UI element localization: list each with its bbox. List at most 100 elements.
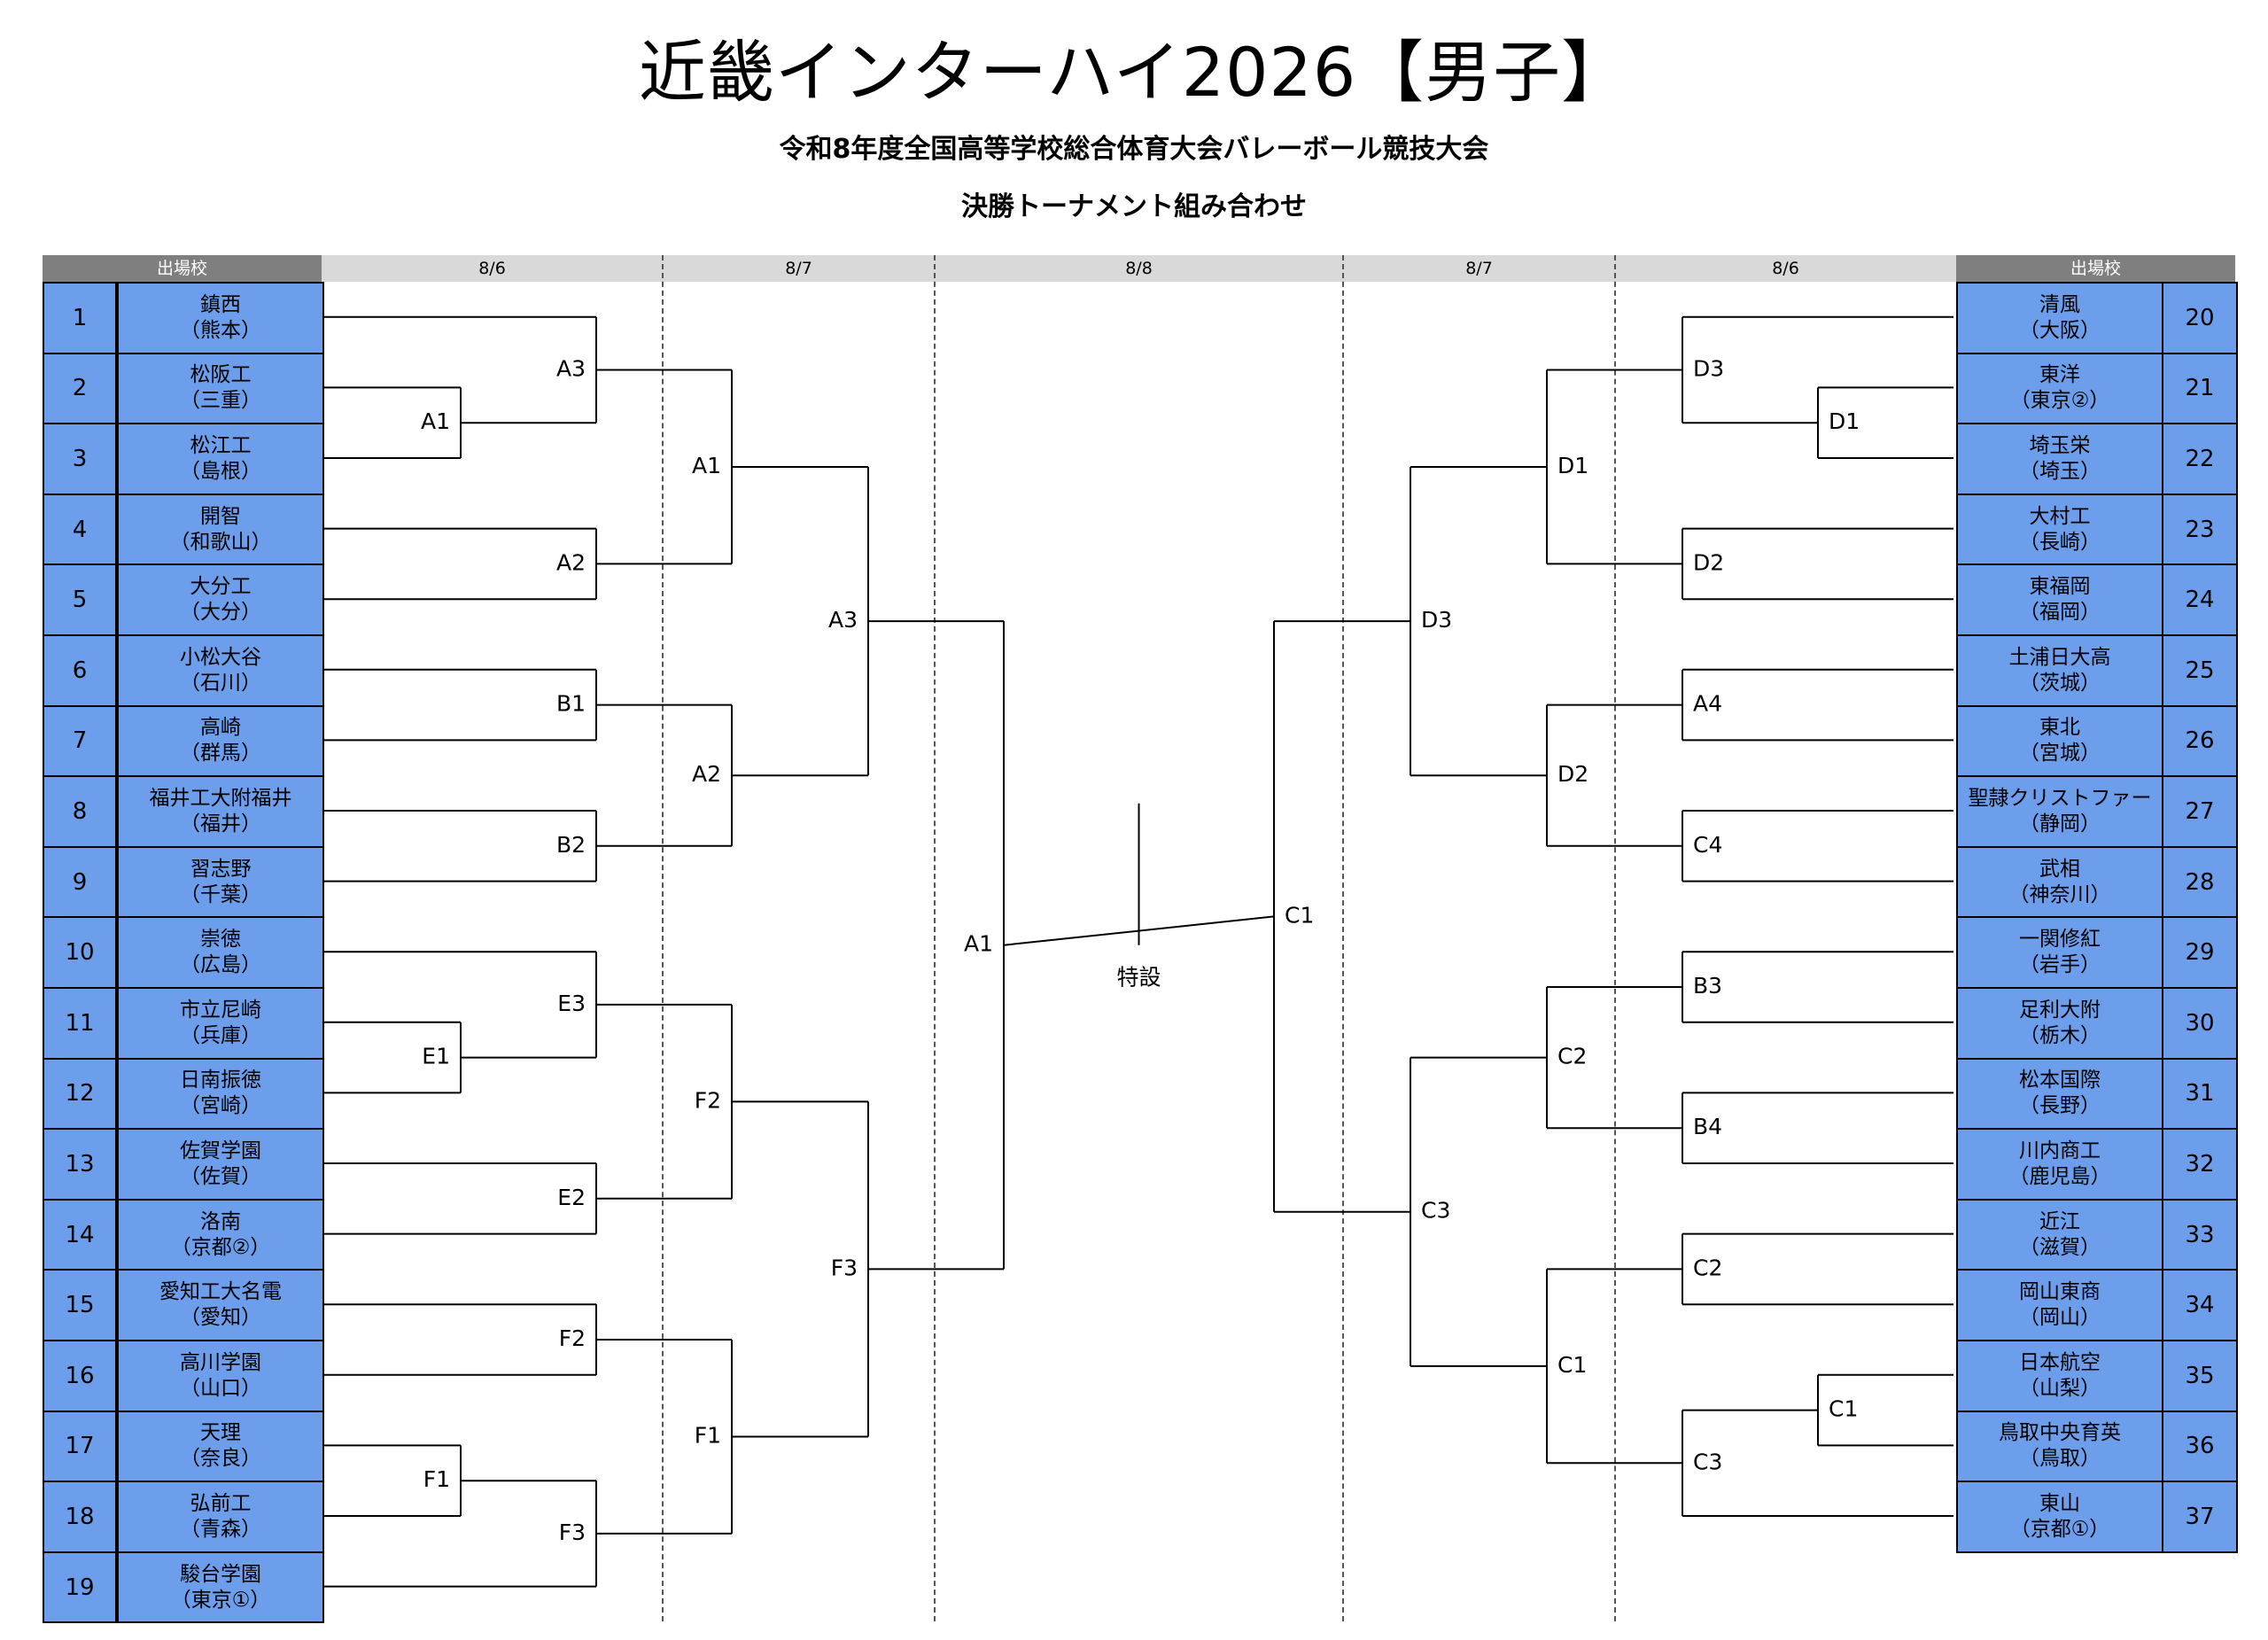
team-number: 11: [43, 987, 117, 1060]
prefecture: （京都②）: [170, 1235, 271, 1259]
court-label: F1: [695, 1422, 721, 1448]
school-name: 高川学園: [180, 1350, 261, 1374]
team-number-text: 7: [72, 727, 88, 755]
prefecture: （島根）: [180, 459, 261, 483]
school-name: 松阪工: [190, 363, 252, 387]
team-cell: 武相（神奈川）: [1956, 845, 2163, 919]
team-cell: 土浦日大高（茨城）: [1956, 634, 2163, 707]
team-cell: 埼玉栄（埼玉）: [1956, 423, 2163, 495]
court-label: A1: [692, 453, 721, 478]
team-number-text: 21: [2185, 375, 2215, 402]
team-number-text: 25: [2185, 657, 2215, 684]
prefecture: （栃木）: [2019, 1023, 2101, 1047]
court-label: C1: [1829, 1396, 1858, 1422]
team-number-text: 23: [2185, 516, 2215, 543]
school-name: 習志野: [190, 857, 252, 881]
school-name: 崇徳: [200, 928, 241, 952]
court-label: A2: [556, 549, 586, 575]
school-name: 松本国際: [2019, 1069, 2101, 1092]
team-number: 24: [2162, 564, 2238, 636]
team-number: 7: [43, 704, 117, 778]
team-number-text: 33: [2185, 1221, 2215, 1248]
prefecture: （青森）: [180, 1517, 261, 1541]
school-name: 東洋: [2039, 363, 2080, 387]
school-name: 福井工大附福井: [149, 786, 292, 810]
court-label: D1: [1829, 408, 1860, 434]
school-name: 足利大附: [2019, 998, 2101, 1022]
team-number-text: 28: [2185, 868, 2215, 896]
prefecture: （神奈川）: [2008, 882, 2111, 906]
team-cell: 日本航空（山梨）: [1956, 1340, 2163, 1412]
team-number: 32: [2162, 1128, 2238, 1201]
prefecture: （鳥取）: [2019, 1447, 2101, 1471]
date-divider: [662, 255, 664, 1621]
team-cell: 福井工大附福井（福井）: [117, 775, 324, 848]
prefecture: （東京②）: [2009, 389, 2110, 413]
court-label: B2: [556, 832, 586, 858]
school-name: 高崎: [200, 716, 241, 740]
school-name: 鳥取中央育英: [1999, 1421, 2121, 1445]
prefecture: （熊本）: [180, 318, 261, 342]
team-number-text: 34: [2185, 1292, 2215, 1319]
team-cell: 松本国際（長野）: [1956, 1057, 2163, 1131]
team-number: 17: [43, 1410, 117, 1483]
team-cell: 一関修紅（岩手）: [1956, 916, 2163, 989]
prefecture: （広島）: [180, 953, 261, 977]
team-number-text: 3: [72, 445, 88, 472]
court-label: B1: [556, 691, 586, 717]
header-school-left: 出場校: [43, 255, 322, 282]
team-number-text: 18: [65, 1503, 95, 1530]
team-number-text: 5: [72, 587, 88, 614]
date-divider: [1342, 255, 1344, 1621]
court-label: F1: [423, 1466, 450, 1492]
court-label: A1: [964, 931, 993, 957]
team-number: 8: [43, 775, 117, 848]
team-cell: 駿台学園（東京①）: [117, 1551, 324, 1624]
prefecture: （東京①）: [170, 1588, 271, 1612]
court-label: C1: [1285, 902, 1314, 928]
team-number-text: 27: [2185, 797, 2215, 825]
court-label: E3: [557, 991, 586, 1016]
prefecture: （滋賀）: [2019, 1235, 2101, 1259]
school-name: 弘前工: [190, 1491, 252, 1515]
team-number-text: 29: [2185, 939, 2215, 967]
prefecture: （佐賀）: [180, 1164, 261, 1188]
team-number-text: 15: [65, 1292, 95, 1319]
team-number-text: 9: [72, 868, 88, 896]
court-label: F2: [695, 1087, 721, 1113]
prefecture: （大阪）: [2019, 318, 2101, 342]
team-number-text: 6: [72, 657, 88, 684]
court-label: C3: [1693, 1449, 1722, 1474]
bracket-subtitle: 決勝トーナメント組み合わせ: [961, 191, 1307, 222]
prefecture: （福井）: [180, 812, 261, 836]
prefecture: （山口）: [180, 1376, 261, 1400]
prefecture: （山梨）: [2019, 1376, 2101, 1400]
team-number-text: 22: [2185, 445, 2215, 472]
team-cell: 崇徳（広島）: [117, 916, 324, 989]
header-date-2: 8/7: [663, 255, 935, 282]
court-label: F3: [559, 1520, 586, 1545]
header-school-right: 出場校: [1956, 255, 2235, 282]
prefecture: （鹿児島）: [2008, 1164, 2111, 1188]
team-cell: 愛知工大名電（愛知）: [117, 1269, 324, 1341]
school-name: 佐賀学園: [180, 1139, 261, 1162]
team-number-text: 19: [65, 1574, 95, 1601]
team-number: 10: [43, 916, 117, 989]
school-name: 大分工: [190, 575, 252, 599]
prefecture: （三重）: [180, 389, 261, 413]
court-label: B4: [1693, 1114, 1722, 1139]
team-number: 35: [2162, 1340, 2238, 1412]
court-label: D3: [1421, 607, 1452, 633]
team-number-text: 16: [65, 1362, 95, 1389]
prefecture: （和歌山）: [169, 530, 272, 554]
team-cell: 天理（奈良）: [117, 1410, 324, 1483]
team-cell: 岡山東商（岡山）: [1956, 1269, 2163, 1341]
prefecture: （群馬）: [180, 742, 261, 766]
team-cell: 大分工（大分）: [117, 564, 324, 636]
prefecture: （大分）: [180, 601, 261, 625]
date-divider: [1614, 255, 1616, 1621]
school-name: 天理: [200, 1421, 241, 1445]
header-date-1: 8/6: [322, 255, 663, 282]
prefecture: （宮城）: [2019, 742, 2101, 766]
